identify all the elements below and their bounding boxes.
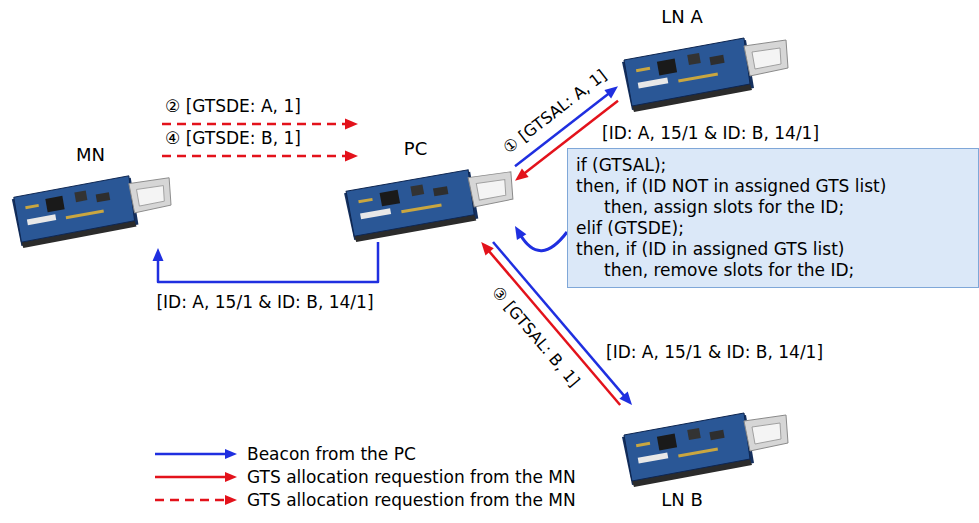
arrow-head <box>153 248 164 261</box>
legend-text: Beacon from the PC <box>245 444 418 465</box>
code-line: then, if (ID in assigned GTS list) <box>576 239 844 260</box>
board-ln-a <box>622 38 788 112</box>
request-label: ④ [GTSDE: B, 1] <box>163 128 303 149</box>
code-line: then, remove slots for the ID; <box>576 260 854 281</box>
connector <box>153 242 379 282</box>
device-node: LN B <box>618 405 790 487</box>
device-label: LN B <box>661 489 703 511</box>
code-box: if (GTSAL);then, if (ID NOT in assigned … <box>567 148 979 288</box>
device-node: PC <box>340 162 515 242</box>
device-node: MN <box>8 168 173 248</box>
request-label: ② [GTSDE: A, 1] <box>163 96 303 117</box>
dashed-arrow <box>162 123 346 126</box>
code-line: then, assign slots for the ID; <box>576 197 844 218</box>
connector-line <box>158 242 378 282</box>
board-pc <box>344 170 513 242</box>
arrow-head <box>515 226 526 240</box>
code-line: then, if (ID NOT in assigned GTS list) <box>576 176 886 197</box>
device-label: MN <box>76 144 105 166</box>
edge-label: ③ [GTSAL: B, 1] <box>486 280 586 392</box>
code-line: if (GTSAL); <box>576 155 666 176</box>
arrow-head <box>225 449 237 459</box>
arrow-head <box>345 151 358 162</box>
arrow-head <box>515 168 529 180</box>
board-ln-b <box>622 413 788 487</box>
connector <box>515 226 567 251</box>
device-node: LN A <box>618 30 790 112</box>
device-label: LN A <box>661 6 703 28</box>
edge-label: [ID: A, 15/1 & ID: B, 14/1] <box>604 342 825 363</box>
arrow-head <box>619 392 632 405</box>
arrow-head <box>225 495 237 505</box>
device-label: PC <box>404 138 427 160</box>
legend-text: GTS allocation requestion from the MN <box>245 490 578 511</box>
legend-sample <box>155 476 226 479</box>
edge-label: [ID: A, 15/1 & ID: B, 14/1] <box>600 123 821 144</box>
arrow-head <box>225 472 237 482</box>
legend-sample <box>155 499 226 502</box>
edge-label: [ID: A, 15/1 & ID: B, 14/1] <box>154 292 375 313</box>
dashed-arrow <box>162 155 346 158</box>
edge-label: ① [GTSAL: A, 1] <box>497 63 612 159</box>
connector-curve <box>520 232 567 251</box>
board-mn <box>12 176 171 248</box>
arrow-head <box>481 242 494 255</box>
legend-text: GTS allocation requestion from the MN <box>245 467 578 488</box>
legend-sample <box>155 453 226 456</box>
arrow-head <box>604 86 618 98</box>
arrow-head <box>345 119 358 130</box>
code-line: elif (GTSDE); <box>576 218 684 239</box>
